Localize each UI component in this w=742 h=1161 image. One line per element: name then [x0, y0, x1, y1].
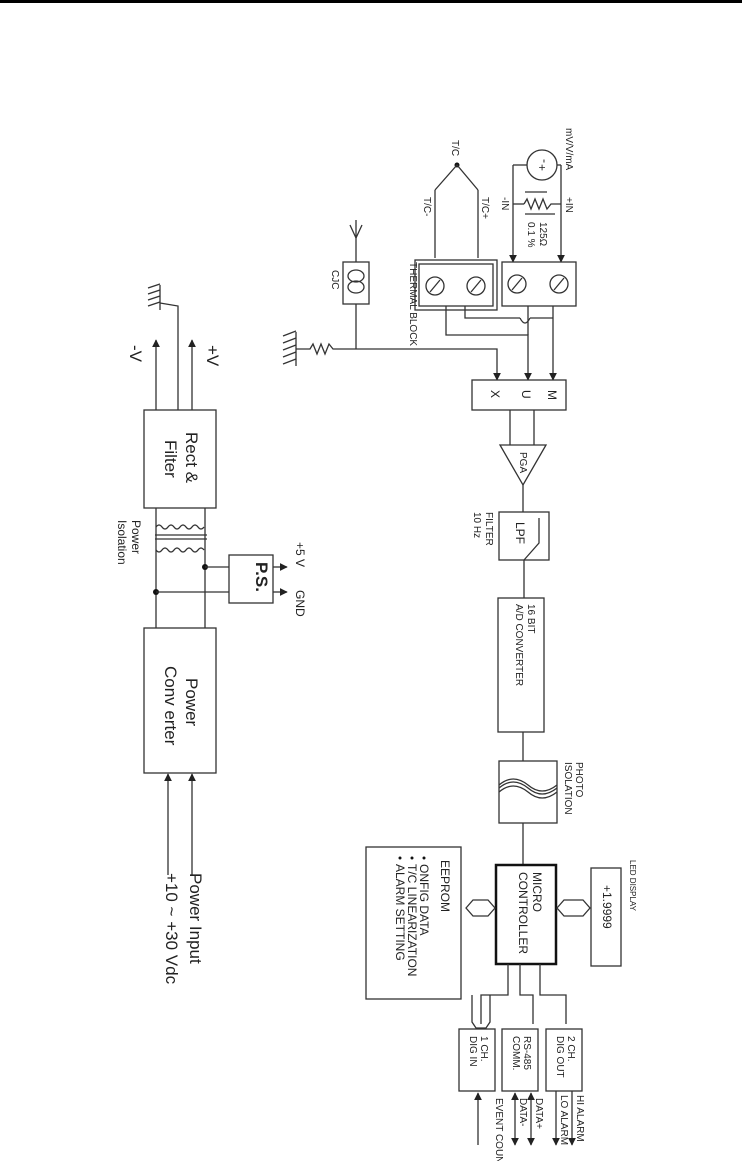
- rs485-block: [501, 1028, 539, 1092]
- mux-letter-m: M: [545, 390, 559, 400]
- cjc-label: CJC: [329, 270, 340, 289]
- photo-line2: ISOLATION: [562, 762, 573, 815]
- eeprom-item-1: T/C LINEARIZATION: [405, 864, 419, 976]
- eeprom-bus: [465, 899, 496, 917]
- microcontroller-block: [494, 863, 558, 966]
- dig-in-line1: 1 CH.: [478, 1036, 489, 1062]
- eeprom-item-0: ONFIG DATA: [417, 864, 431, 936]
- source-minus: -: [538, 159, 552, 163]
- photo-line1: PHOTO: [573, 762, 584, 798]
- in-neg-label: -IN: [499, 197, 510, 210]
- led-caption: LED DISPLAY: [628, 860, 637, 912]
- hi-alarm-label: HI ALARM: [574, 1095, 585, 1142]
- adc-line2: A/D CONVERTER: [513, 604, 524, 686]
- tc-neg-label: T/C-: [421, 197, 432, 216]
- led-bus: [556, 899, 591, 917]
- eeprom-item-2: ALARM SETTING: [393, 864, 407, 961]
- power-input-range: +10 ~ +30 Vdc: [162, 873, 181, 985]
- thermal-block-label: THERMAL BLOCK: [407, 262, 418, 346]
- in-pos-label: +IN: [563, 197, 574, 213]
- micro-line2: CONTROLLER: [516, 872, 530, 954]
- eeprom-title: EEPROM: [438, 860, 452, 912]
- adc-block: [497, 597, 545, 733]
- resistor-value: 125Ω: [537, 222, 548, 247]
- thermocouple: [434, 162, 479, 258]
- ground-symbol-signal: [282, 330, 356, 366]
- neg-v-label: -V: [126, 345, 145, 363]
- power-isolation-line2: Isolation: [115, 520, 129, 565]
- lpf-label: LPF: [513, 522, 527, 544]
- signal-source: [509, 149, 565, 263]
- pga-label: PGA: [517, 452, 528, 473]
- power-chain: -V +V Rect & Filter Power Isolation P.S.…: [115, 283, 307, 985]
- power-input-label: Power Input: [186, 873, 205, 964]
- pos-v-label: +V: [203, 345, 222, 367]
- tc-pos-label: T/C+: [479, 197, 490, 219]
- pga-triangle: [498, 444, 548, 487]
- isolation-transformer: [155, 508, 207, 628]
- lpf-caption2: 10 Hz: [471, 512, 482, 538]
- cjc-block: [342, 261, 370, 305]
- ground-symbol-power: [147, 283, 179, 410]
- dig-out-block: [545, 1028, 583, 1092]
- ps-label: P.S.: [252, 562, 271, 592]
- power-isolation-line1: Power: [129, 520, 143, 554]
- led-display-block: [590, 867, 622, 967]
- rs485-line2: COMM.: [510, 1036, 521, 1070]
- resistor-tolerance: 0.1 %: [525, 222, 536, 248]
- dig-in-block: [458, 1028, 496, 1092]
- data-plus-label: DATA+: [533, 1098, 544, 1129]
- mux-block: [471, 379, 567, 411]
- ps-gnd-label: GND: [293, 590, 307, 617]
- rs485-line1: RS-485: [521, 1036, 532, 1070]
- power-converter-block: [143, 627, 217, 774]
- event-counter-label: EVENT COUNTER: [493, 1098, 504, 1161]
- ps-5v-label: +5 V: [293, 542, 307, 567]
- rect-filter-line1: Rect &: [182, 432, 201, 484]
- mux-letter-x: X: [488, 390, 502, 398]
- adc-line1: 16 BIT: [525, 604, 536, 633]
- converter-line1: Power: [182, 678, 201, 727]
- tc-junction-label: T/C: [449, 140, 460, 156]
- led-value: +1.9999: [600, 885, 614, 929]
- lpf-block: [498, 511, 550, 561]
- source-label: mV/V/mA: [563, 128, 574, 171]
- dig-in-line2: DIG IN: [467, 1036, 478, 1067]
- signal-chain: T/C T/C- T/C+ - + mV/V/mA -IN +IN 125Ω 0…: [282, 128, 637, 1161]
- data-minus-label: DATA-: [517, 1098, 528, 1127]
- converter-line2: Conv erter: [161, 666, 180, 746]
- dig-out-line2: DIG OUT: [554, 1036, 565, 1078]
- top-rule: [0, 0, 742, 3]
- micro-line1: MICRO: [530, 872, 544, 912]
- rect-filter-line2: Filter: [161, 440, 180, 478]
- lo-alarm-label: LO ALARM: [558, 1095, 569, 1145]
- dig-out-line1: 2 CH.: [565, 1036, 576, 1062]
- ps-block: [228, 554, 274, 604]
- lpf-caption1: FILTER: [483, 512, 494, 546]
- rect-filter-block: [143, 409, 217, 509]
- source-plus: +: [535, 164, 549, 171]
- eeprom-block: [365, 846, 462, 1000]
- mux-letter-u: U: [519, 390, 533, 399]
